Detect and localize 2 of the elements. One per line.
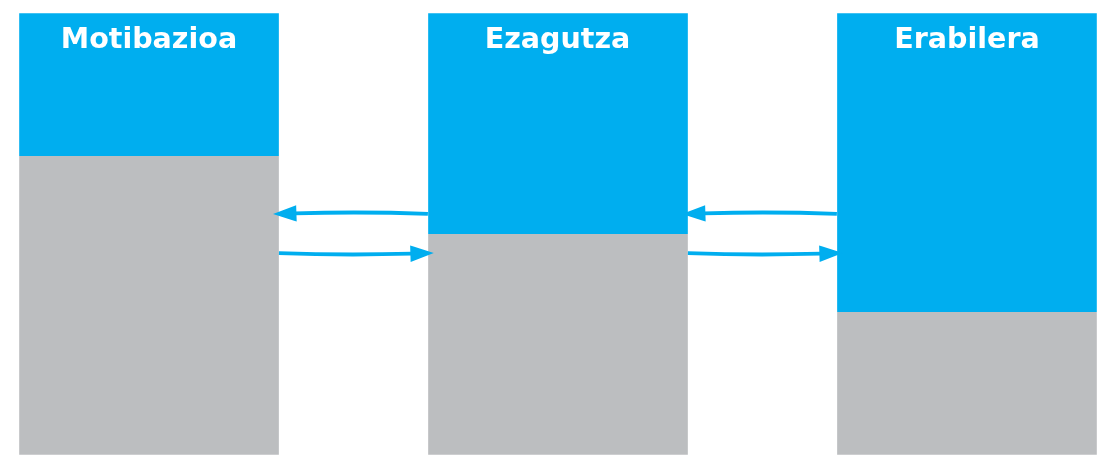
arrow	[278, 245, 434, 262]
arrow	[272, 205, 428, 222]
